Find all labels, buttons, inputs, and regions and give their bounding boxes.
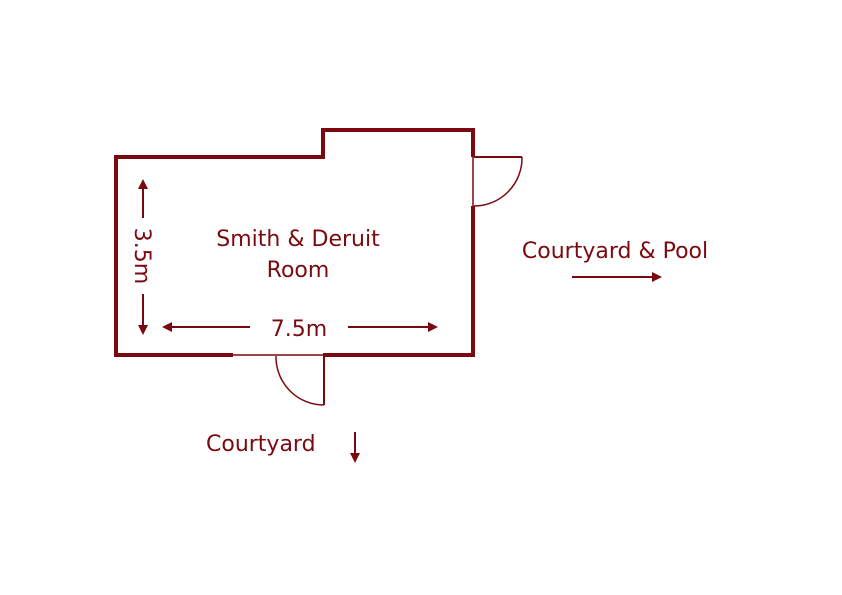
room-name-line1: Smith & Deruit	[216, 227, 380, 252]
width-label: 7.5m	[271, 317, 327, 342]
room-name-line2: Room	[267, 258, 330, 283]
height-label: 3.5m	[129, 228, 154, 284]
east-exit-label: Courtyard & Pool	[522, 239, 708, 264]
south-door	[233, 354, 325, 406]
south-exit: Courtyard	[206, 432, 360, 463]
room-walls	[114, 128, 475, 357]
south-exit-label: Courtyard	[206, 432, 316, 457]
east-exit: Courtyard & Pool	[522, 239, 708, 282]
east-door	[472, 156, 523, 207]
height-dimension: 3.5m	[129, 179, 154, 335]
width-dimension: 7.5m	[162, 317, 438, 342]
